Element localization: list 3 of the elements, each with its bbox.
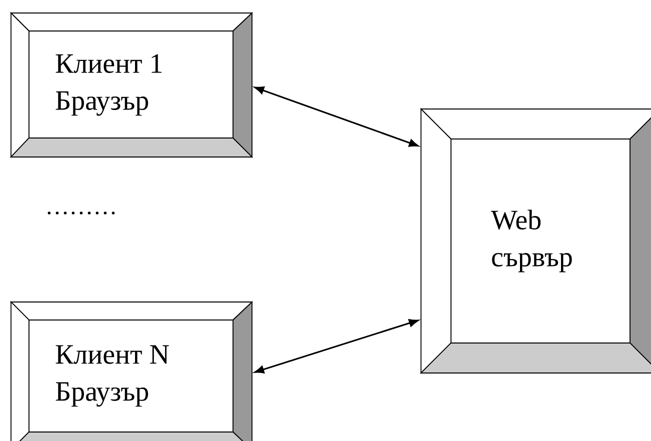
double-arrow (254, 86, 418, 147)
double-arrow (254, 319, 418, 374)
ellipsis-text: ……… (48, 212, 115, 214)
